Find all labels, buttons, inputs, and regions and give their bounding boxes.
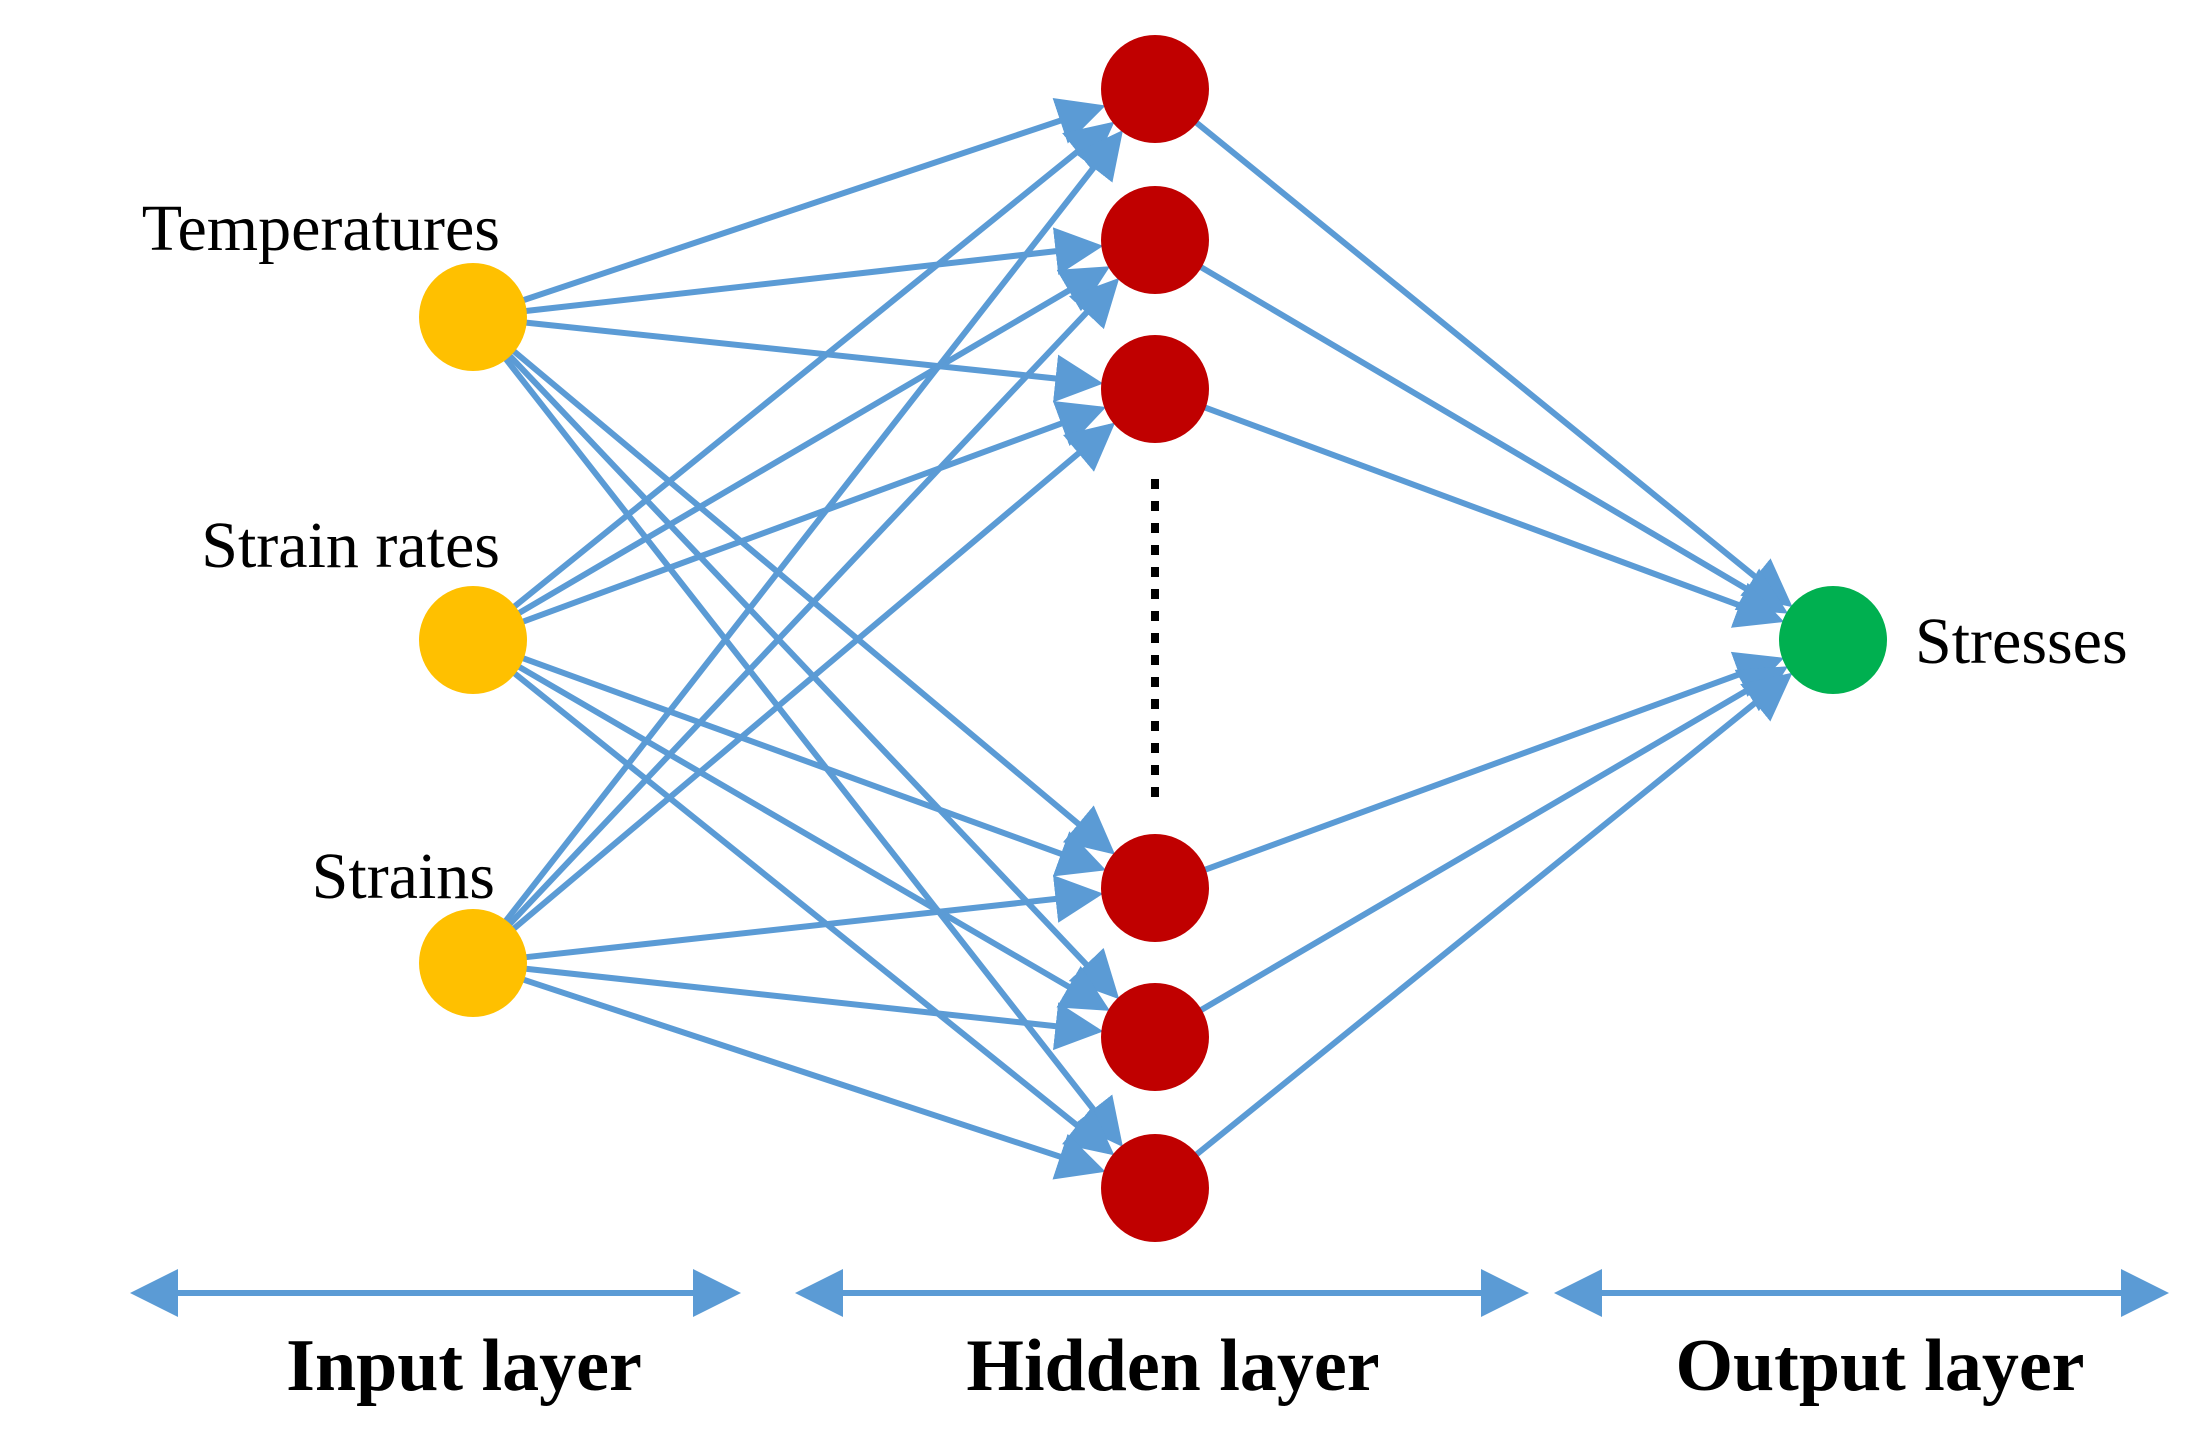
hidden-node-6 xyxy=(1101,1134,1209,1242)
edge-input-3-to-hidden-3 xyxy=(510,422,1116,932)
input-label-strain-rates: Strain rates xyxy=(201,509,500,582)
ellipsis-dot xyxy=(1151,567,1159,577)
edge-input-2-to-hidden-1 xyxy=(511,121,1115,610)
ellipsis-dot xyxy=(1151,633,1159,643)
input-node-2 xyxy=(419,586,527,694)
edge-input-1-to-hidden-6 xyxy=(502,356,1123,1148)
edge-input-2-to-hidden-3 xyxy=(520,401,1107,625)
edge-hidden-6-to-output-1 xyxy=(1193,672,1793,1158)
ellipsis-dot xyxy=(1151,743,1159,753)
output-label-stresses: Stresses xyxy=(1915,605,2128,678)
hidden-layer-label: Hidden layer xyxy=(966,1325,1379,1407)
edge-input-3-to-hidden-6 xyxy=(521,976,1106,1180)
edge-input-3-to-hidden-5 xyxy=(524,965,1104,1051)
ellipsis-dot xyxy=(1151,787,1159,797)
edge-hidden-2-to-output-1 xyxy=(1198,263,1789,614)
ellipsis-dot xyxy=(1151,765,1159,775)
edge-input-3-to-hidden-2 xyxy=(506,277,1120,928)
ellipsis-dot xyxy=(1151,589,1159,599)
hidden-node-1 xyxy=(1101,35,1209,143)
edge-input-1-to-hidden-3 xyxy=(524,319,1104,403)
edge-input-3-to-hidden-1 xyxy=(502,129,1124,924)
ellipsis-dot xyxy=(1151,699,1159,709)
hidden-ellipsis xyxy=(1151,479,1159,797)
input-label-temperatures: Temperatures xyxy=(142,192,500,265)
input-node-3 xyxy=(419,909,527,1017)
edge-input-1-to-hidden-2 xyxy=(524,227,1104,315)
edge-input-2-to-hidden-4 xyxy=(520,654,1107,877)
output-node-1 xyxy=(1779,586,1887,694)
edge-hidden-1-to-output-1 xyxy=(1193,119,1793,608)
hidden-node-3 xyxy=(1101,335,1209,443)
edge-hidden-5-to-output-1 xyxy=(1198,666,1789,1014)
input-label-strains: Strains xyxy=(312,840,495,913)
ellipsis-dot xyxy=(1151,479,1159,489)
edge-input-3-to-hidden-4 xyxy=(524,875,1104,961)
edge-input-2-to-hidden-6 xyxy=(511,670,1115,1156)
ellipsis-dot xyxy=(1151,545,1159,555)
edge-hidden-3-to-output-1 xyxy=(1202,404,1785,628)
edge-input-1-to-hidden-1 xyxy=(521,97,1106,304)
ellipsis-dot xyxy=(1151,501,1159,511)
ellipsis-dot xyxy=(1151,677,1159,687)
edge-input-2-to-hidden-2 xyxy=(516,266,1111,617)
input-node-1 xyxy=(419,263,527,371)
input-layer-label: Input layer xyxy=(286,1325,642,1407)
hidden-node-4 xyxy=(1101,834,1209,942)
ellipsis-dot xyxy=(1151,721,1159,731)
connection-edges xyxy=(502,97,1793,1180)
ellipsis-dot xyxy=(1151,655,1159,665)
edge-hidden-4-to-output-1 xyxy=(1202,651,1785,873)
hidden-node-2 xyxy=(1101,186,1209,294)
edge-input-2-to-hidden-5 xyxy=(516,663,1111,1011)
ellipsis-dot xyxy=(1151,611,1159,621)
network-nodes xyxy=(419,35,1887,1242)
hidden-node-5 xyxy=(1101,983,1209,1091)
output-layer-label: Output layer xyxy=(1675,1325,2084,1407)
ellipsis-dot xyxy=(1151,523,1159,533)
